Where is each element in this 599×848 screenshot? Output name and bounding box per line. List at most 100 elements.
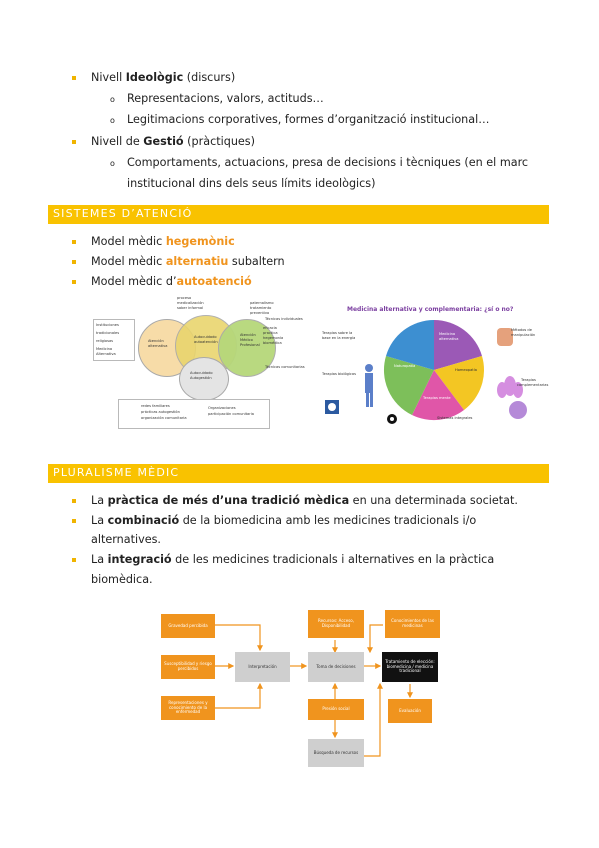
infographic-label: Sistemas integrales bbox=[437, 416, 473, 420]
flow-box-conocimientos: Conocimientos de las medicinas bbox=[385, 610, 440, 638]
diagram-label: biomédica bbox=[263, 341, 282, 345]
bullet-marker bbox=[72, 240, 76, 244]
sub-item: Comportaments, actuacions, presa de deci… bbox=[127, 156, 529, 169]
hands-icon bbox=[497, 328, 513, 346]
infographic-label: Terapias bbox=[521, 378, 536, 382]
infographic-label: complementarias bbox=[517, 383, 549, 387]
diagram-label: Técnicas individuales bbox=[265, 317, 303, 321]
section-header-pluralisme: PLURALISME MÈDIC bbox=[48, 464, 549, 483]
infographic-label: Terapias biológicas bbox=[322, 372, 356, 376]
diagram-label: autoatención bbox=[194, 340, 218, 344]
infographic-label: Terapias sobre la bbox=[322, 331, 353, 335]
diagram-label: medicalización bbox=[177, 301, 204, 305]
bullet-marker bbox=[72, 76, 76, 80]
purple-flower-icon bbox=[509, 401, 527, 419]
model-alternatiu: Model mèdic alternatiu subaltern bbox=[91, 255, 285, 268]
diagram-label: saber informal bbox=[177, 306, 204, 310]
pie-segment-pink bbox=[412, 370, 464, 421]
section-title: SISTEMES D’ATENCIÓ bbox=[53, 207, 193, 220]
diagram-label: Autocuidado bbox=[190, 371, 213, 375]
bullet-marker bbox=[72, 519, 76, 523]
yin-yang-icon bbox=[387, 414, 397, 424]
human-figure-icon bbox=[365, 364, 373, 407]
infographic-label: manipulación bbox=[511, 333, 536, 337]
diagram-label: preventivo bbox=[250, 311, 270, 315]
pie-segment-blue bbox=[386, 320, 434, 370]
pie-segment-yellow bbox=[434, 356, 484, 410]
cam-pie-chart bbox=[325, 320, 527, 424]
plural-item-practica: La pràctica de més d’una tradició mèdica… bbox=[91, 494, 518, 507]
diagram-label: hegemonía bbox=[263, 336, 284, 340]
model-autoatencio: Model mèdic d’autoatenció bbox=[91, 275, 252, 288]
diagram-label: tradicionales bbox=[96, 331, 120, 335]
sub-bullet-marker: o bbox=[110, 159, 115, 168]
diagram-label: eficacia bbox=[263, 326, 277, 330]
bullet-marker bbox=[72, 140, 76, 144]
flask-icon bbox=[325, 400, 339, 414]
diagram-label: Atención bbox=[148, 339, 164, 343]
pie-segment-purple bbox=[434, 320, 482, 370]
plural-item-integracio: La integració de les medicines tradicion… bbox=[91, 553, 495, 566]
infographic-title: Medicina alternativa y complementaria: ¿… bbox=[347, 306, 514, 313]
diagram-label: practica bbox=[263, 331, 278, 335]
diagram-label: Autogestión bbox=[190, 376, 212, 380]
diagram-label: Médico bbox=[240, 338, 253, 342]
diagram-bottom-box bbox=[118, 399, 270, 429]
plural-item-continuation: alternatives. bbox=[91, 533, 161, 546]
diagram-label: tratamiento bbox=[250, 306, 272, 310]
pie-segment-green bbox=[383, 356, 434, 415]
diagram-label: Profesional bbox=[240, 343, 260, 347]
sub-item-continuation: institucional dins dels seus límits ideo… bbox=[127, 177, 376, 190]
flow-box-tratamiento: Tratamiento de elección: biomedicina / m… bbox=[382, 652, 438, 682]
section-header-sistemes: SISTEMES D’ATENCIÓ bbox=[48, 205, 549, 224]
diagram-label: religiosas bbox=[96, 339, 114, 343]
venn-diagram-figure: proceso medicalización saber informal pa… bbox=[93, 295, 320, 432]
list-item-ideologic: Nivell Ideològic (discurs) bbox=[91, 71, 236, 84]
sub-item: Legitimacions corporatives, formes d’org… bbox=[127, 113, 490, 126]
diagram-label: Atención bbox=[240, 333, 256, 337]
pie-label: Medicina bbox=[439, 332, 456, 336]
infographic-label: base en la energía bbox=[322, 336, 356, 340]
bullet-marker bbox=[72, 280, 76, 284]
diagram-side-box bbox=[93, 319, 135, 361]
diagram-label: proceso bbox=[177, 296, 192, 300]
diagram-label: redes familiares bbox=[141, 404, 170, 408]
section-title: PLURALISME MÈDIC bbox=[53, 466, 180, 479]
diagram-label: Técnicas comunitarias bbox=[265, 365, 305, 369]
model-hegemonic: Model mèdic hegemònic bbox=[91, 235, 235, 248]
diagram-label: prácticas autogestión bbox=[141, 410, 180, 414]
flow-box-recursos: Recursos: Acceso, Disponibilidad bbox=[308, 610, 364, 638]
sub-item: Representacions, valors, actituds… bbox=[127, 92, 324, 105]
flow-box-susceptibilidad: Susceptibilidad y riesgo percibidos bbox=[161, 655, 215, 679]
pie-label: Naturopatía bbox=[394, 364, 416, 368]
plural-item-continuation: biomèdica. bbox=[91, 573, 153, 586]
flow-box-evaluacion: Evaluación bbox=[388, 699, 432, 723]
pie-label: alternativa bbox=[439, 337, 459, 341]
diagram-label: Alternativa bbox=[96, 352, 116, 356]
diagram-label: alternativa bbox=[148, 344, 168, 348]
lotus-icon bbox=[497, 376, 523, 398]
flow-box-toma-decisiones: Toma de decisiones bbox=[308, 652, 364, 682]
diagram-label: Medicina bbox=[96, 347, 113, 351]
bullet-marker bbox=[72, 260, 76, 264]
infographic-label: Métodos de bbox=[511, 328, 532, 332]
diagram-label: Autocuidado bbox=[194, 335, 217, 339]
pie-label: Terapias mente bbox=[423, 396, 451, 400]
circle-professional bbox=[218, 319, 276, 377]
flow-box-representaciones: Representaciones y conocimiento de la en… bbox=[161, 696, 215, 720]
flow-box-interpretacion: Interpretación bbox=[235, 652, 290, 682]
flow-box-presion-social: Presión social bbox=[308, 699, 364, 720]
cam-infographic-figure: Medicina alternativa y complementaria: ¿… bbox=[321, 298, 548, 432]
bullet-marker bbox=[72, 499, 76, 503]
diagram-label: participación comunitaria bbox=[208, 412, 254, 416]
bullet-marker bbox=[72, 558, 76, 562]
diagram-label: paternalismo bbox=[250, 301, 274, 305]
sub-bullet-marker: o bbox=[110, 95, 115, 104]
diagram-label: organización comunitaria bbox=[141, 416, 187, 420]
flow-box-gravedad: Gravedad percibida bbox=[161, 614, 215, 638]
list-item-gestio: Nivell de Gestió (pràctiques) bbox=[91, 135, 256, 148]
sub-bullet-marker: o bbox=[110, 116, 115, 125]
diagram-label: Instituciones bbox=[96, 323, 119, 327]
flow-box-busqueda: Búsqueda de recursos bbox=[308, 739, 364, 767]
diagram-label: Organizaciones bbox=[208, 406, 236, 410]
